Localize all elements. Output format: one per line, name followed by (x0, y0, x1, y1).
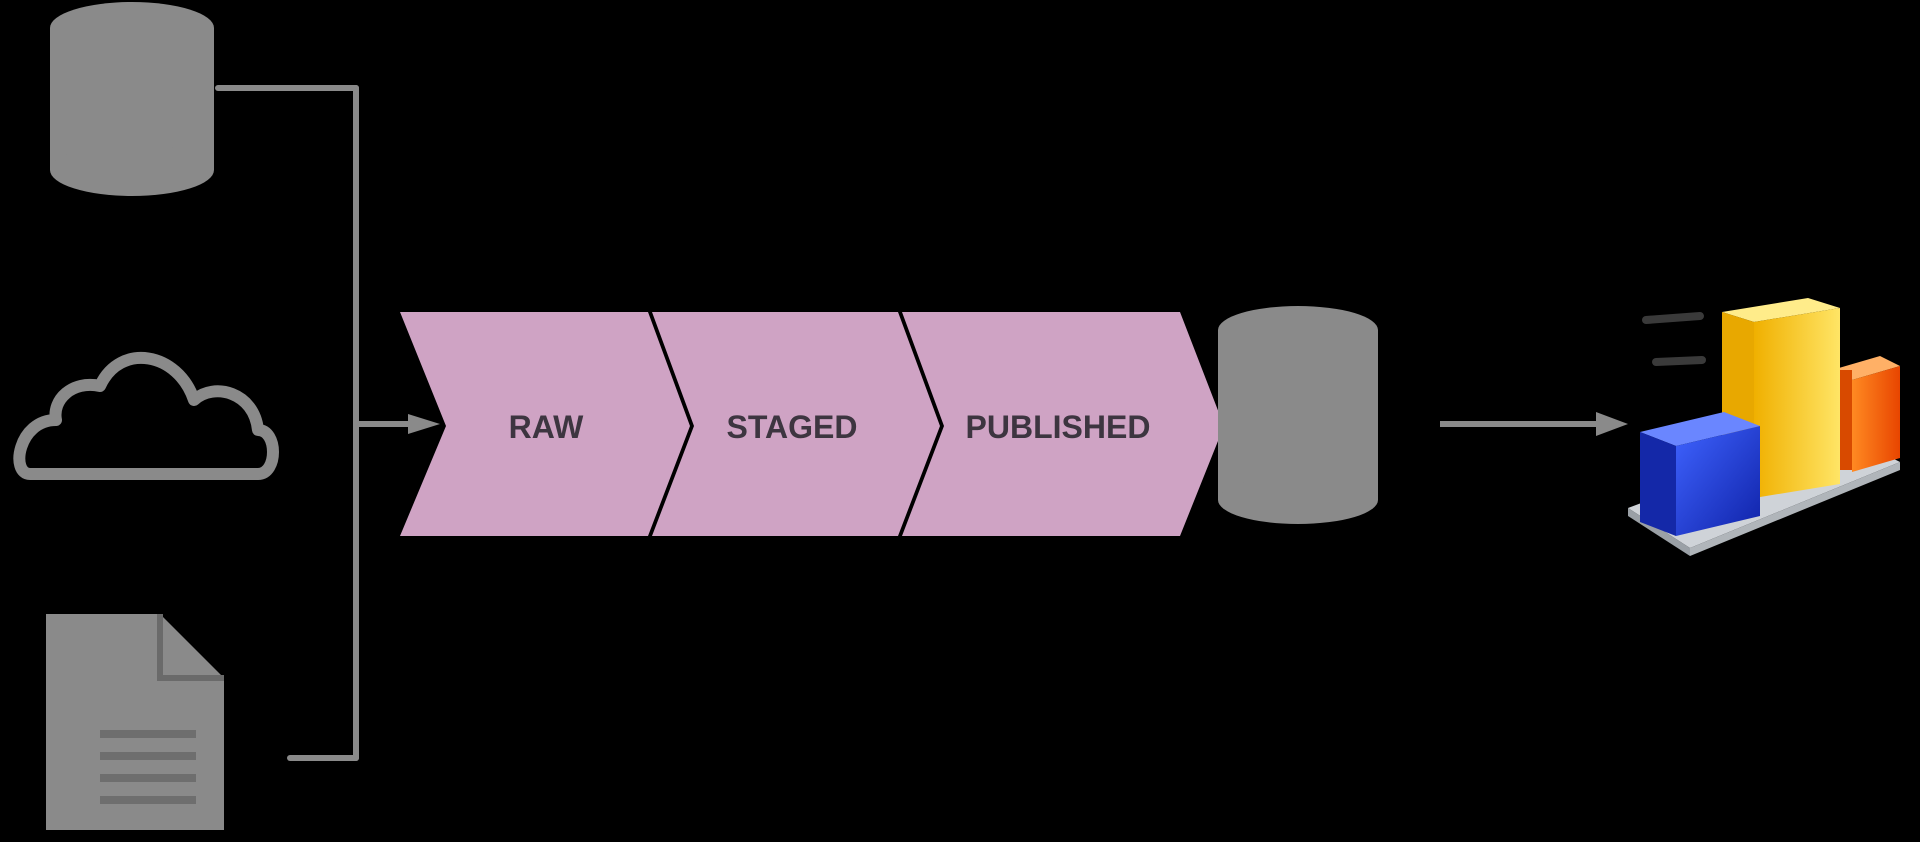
document-text-lines (100, 730, 196, 804)
chevron-raw (400, 312, 690, 536)
motion-streaks (1642, 312, 1706, 366)
database-icon (50, 2, 214, 196)
chevron-staged (652, 312, 940, 536)
destination-database-icon (1218, 306, 1378, 524)
bar-blue (1640, 412, 1760, 536)
stage-label-raw: RAW (509, 409, 584, 445)
stage-published: PUBLISHED (902, 312, 1224, 536)
stage-staged: STAGED (652, 312, 940, 536)
stage-label-published: PUBLISHED (966, 409, 1151, 445)
source-connectors (215, 85, 413, 761)
arrowhead-to-output (1596, 412, 1628, 436)
arrowhead-to-pipeline (408, 414, 440, 434)
stage-label-staged: STAGED (727, 409, 858, 445)
chevron-published (902, 312, 1224, 536)
cloud-icon (13, 352, 279, 480)
bar-chart-3d-icon (1628, 298, 1900, 556)
document-icon (46, 614, 224, 830)
bar-orange (1832, 356, 1900, 472)
pipeline-stages: RAW STAGED PUBLISHED (400, 312, 1224, 536)
stage-raw: RAW (400, 312, 690, 536)
